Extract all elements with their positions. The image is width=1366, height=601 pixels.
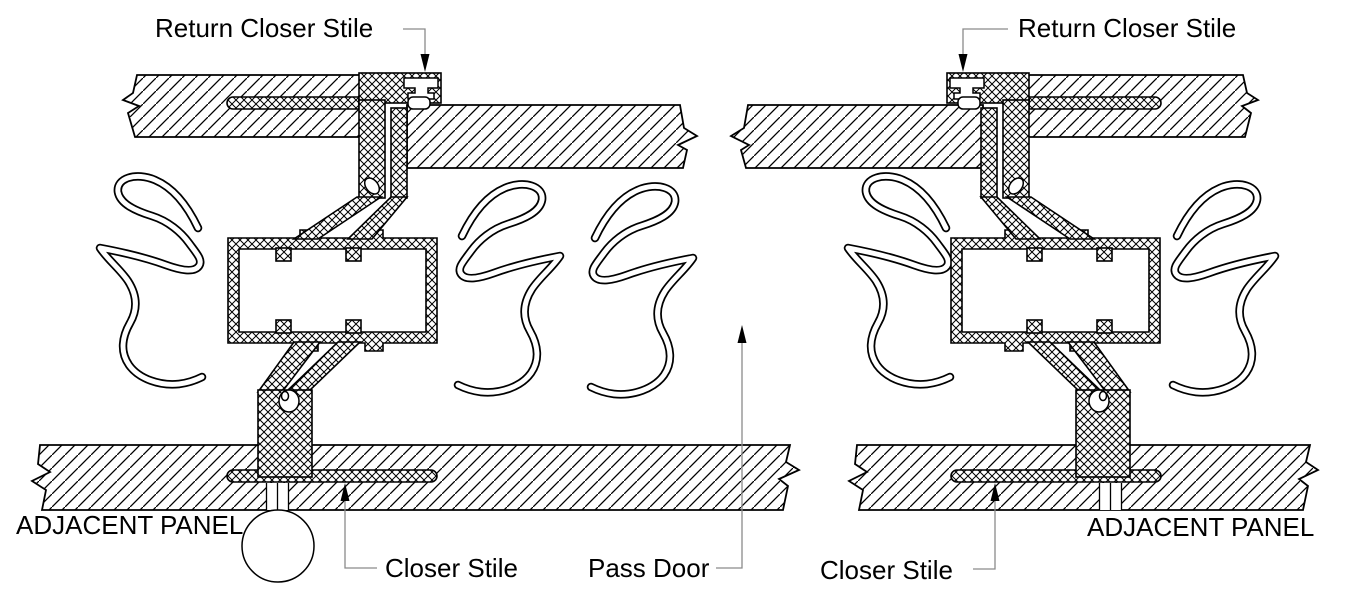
leader-closer-stile-right [973, 501, 996, 570]
arrow-up-icon [737, 325, 747, 343]
label-return-closer-stile-right: Return Closer Stile [1018, 13, 1237, 43]
leader-pass-door [716, 343, 743, 569]
label-adjacent-panel-left: ADJACENT PANEL [16, 510, 244, 540]
arrow-down-icon [958, 54, 968, 72]
leader-closer-stile-left [344, 501, 377, 569]
label-return-closer-stile-left: Return Closer Stile [155, 13, 374, 43]
leader-return-closer-stile-right [962, 28, 1008, 54]
door-return-panel [406, 104, 699, 169]
left-detail-drawing [30, 72, 801, 583]
door-return-panel [729, 104, 984, 169]
label-closer-stile-right: Closer Stile [820, 555, 953, 585]
leader-return-closer-stile-left [403, 28, 426, 54]
label-adjacent-panel-right: ADJACENT PANEL [1087, 512, 1315, 542]
leader-lines [340, 28, 1008, 570]
label-closer-stile-left: Closer Stile [385, 553, 518, 583]
right-detail-drawing [729, 72, 1320, 511]
label-pass-door: Pass Door [588, 553, 710, 583]
arrow-up-icon [340, 483, 350, 501]
roller-detail-circle [241, 509, 315, 583]
arrow-down-icon [420, 54, 430, 72]
arrow-up-icon [990, 483, 1000, 501]
